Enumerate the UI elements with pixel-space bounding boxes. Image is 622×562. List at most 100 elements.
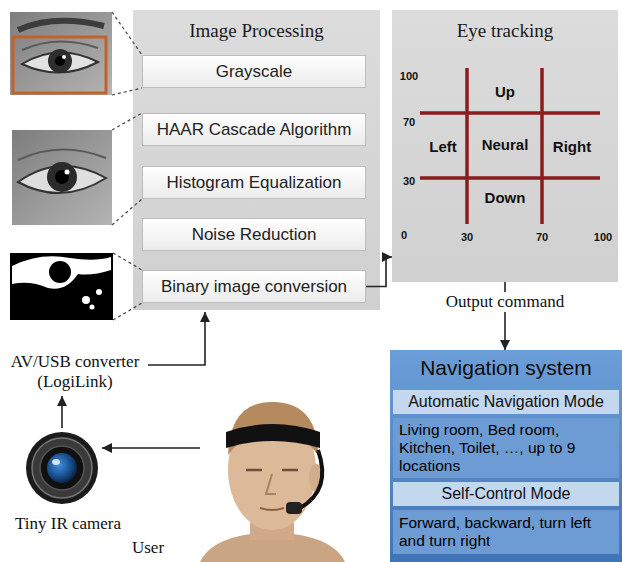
dashed-leader [112,199,142,225]
axis-value-holder: 100 [594,227,612,245]
eye-glint [62,55,66,59]
device-label-holder: AV/USB converter (LogiLink) [0,352,150,392]
user-label: User [132,538,164,557]
mode-description: Forward, backward, turn left and turn ri… [393,510,619,554]
axis-value: 30 [461,231,473,243]
process-box: Histogram Equalization [142,166,366,199]
axis-value-holder: 0 [401,225,407,243]
mode-options: Forward, backward, turn left and turn ri… [399,514,613,550]
gaze-direction-holder: Right [553,138,591,156]
gaze-direction: Neural [482,136,529,153]
axis-value-holder: 70 [536,227,548,245]
photo-ground [10,12,112,95]
gaze-direction: Down [485,189,526,206]
grid-line [465,68,469,224]
step-label: Grayscale [216,62,293,82]
signal-arrow [61,396,63,428]
gaze-direction-holder: Neural [482,136,529,154]
axis-value: 70 [403,116,415,128]
binary-image [10,253,113,320]
lens-glint [52,459,60,465]
user-mannequin [200,402,345,562]
grid-line [420,176,600,180]
binary-ground [10,253,113,320]
step-label: HAAR Cascade Algorithm [157,120,352,140]
camera-arm [300,450,322,508]
mode-options: Living room, Bed room, Kitchen, Toilet, … [399,421,613,475]
mode-band: Self-Control Mode [393,482,619,506]
eye-glint [65,170,70,175]
panel-title: Image Processing [133,10,380,42]
axis-value: 100 [400,70,418,82]
mode-title: Self-Control Mode [442,485,571,503]
device-label: Tiny IR camera [15,514,121,533]
gaze-direction: Left [429,138,457,155]
eyebrow [18,21,104,30]
navigation-panel: Navigation systemAutomatic Navigation Mo… [390,350,622,562]
dashed-leader [112,113,142,130]
step-label: Histogram Equalization [167,173,342,193]
dashed-leader [113,303,142,320]
edge-label-patch: Output command [442,292,569,312]
binary-speck [82,296,90,304]
step-label: Noise Reduction [192,225,317,245]
axis-value-holder: 30 [461,227,473,245]
dashed-leader [113,253,142,270]
processing-panel: Image ProcessingGrayscaleHAAR Cascade Al… [133,10,380,310]
head-camera [286,502,302,514]
panel-title: Eye tracking [392,10,618,42]
connector-arrow [366,257,392,287]
headband [226,424,320,448]
gaze-direction-holder: Up [495,83,515,101]
mode-title: Automatic Navigation Mode [408,393,604,411]
device-label-holder: Tiny IR camera [15,514,121,534]
lens-glass [47,453,77,483]
process-box: Binary image conversion [142,270,366,303]
camera-body [26,432,98,504]
crop-frame [13,37,106,93]
process-box: Noise Reduction [142,218,366,251]
axis-value: 30 [403,175,415,187]
mode-band: Automatic Navigation Mode [393,390,619,414]
pupil [55,56,65,66]
eye-crop-photo [12,130,112,225]
zoom-leaders [112,12,142,320]
gaze-direction-holder: Left [429,138,457,156]
iris [47,162,77,192]
pupil [55,170,69,184]
signal-arrow [102,447,200,449]
grid-line [540,68,544,224]
edge-label: Output command [446,292,565,311]
lens-ring [40,446,84,490]
gaze-direction: Up [495,83,515,100]
iris [48,49,72,73]
gaze-grid [420,68,600,224]
mode-description: Living room, Bed room, Kitchen, Toilet, … [393,418,619,478]
eyelid-crease [18,149,106,160]
binary-iris [49,261,71,283]
gaze-direction: Right [553,138,591,155]
axis-value-holder: 30 [403,171,415,189]
binary-blob [12,256,111,289]
dashed-leader [112,12,142,55]
mouth [260,508,284,510]
axis-value-holder: 100 [400,66,418,84]
dashed-leader [112,88,142,95]
lens-ring [32,438,92,498]
panel-title: Navigation system [390,350,622,380]
process-box: HAAR Cascade Algorithm [142,113,366,146]
signal-arrow [148,312,205,365]
gaze-direction-holder: Down [485,189,526,207]
photo-ground [12,130,112,225]
binary-speck [96,289,102,295]
axis-value: 70 [536,231,548,243]
grid-line [420,111,600,115]
closed-eyes [246,469,298,472]
axis-value: 0 [401,229,407,241]
binary-speck [90,305,95,310]
user-label-holder: User [132,538,164,558]
nose [266,474,276,494]
process-box: Grayscale [142,55,366,88]
eye-photo [10,12,112,95]
